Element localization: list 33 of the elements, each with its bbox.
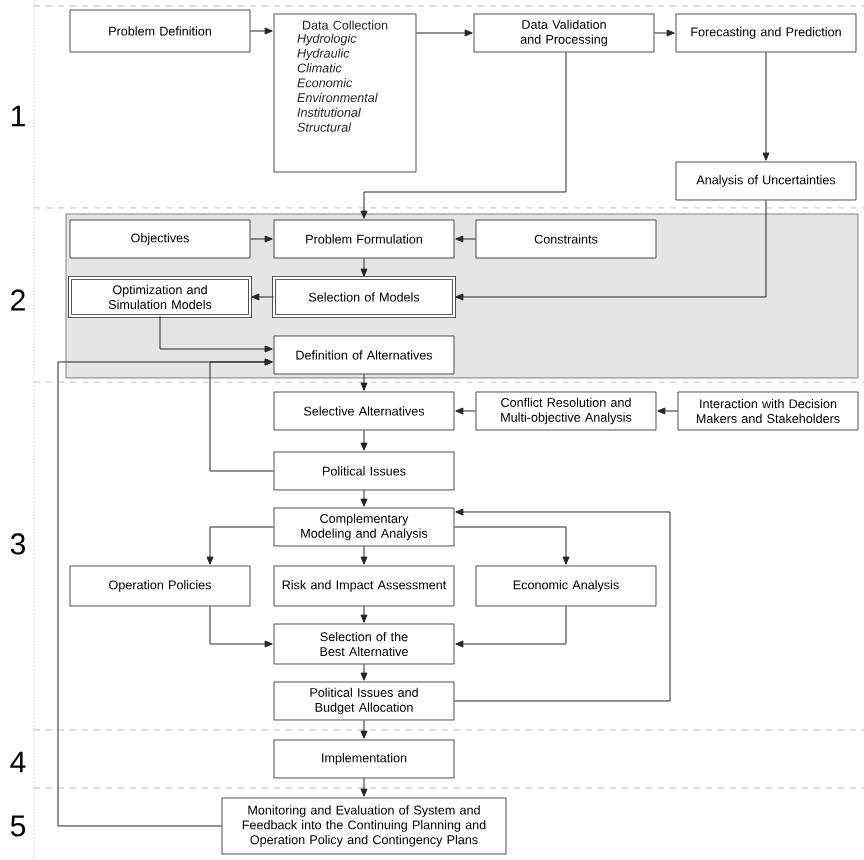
arrow: [251, 293, 275, 301]
arrow: [455, 235, 477, 243]
arrow: [415, 29, 473, 37]
arrow: [455, 199, 767, 301]
arrow: [360, 429, 368, 451]
arrow: [360, 257, 368, 277]
arrow: [653, 29, 675, 37]
section-number: 1: [11, 105, 25, 127]
arrow: [455, 407, 477, 415]
arrow: [360, 489, 368, 507]
section-number: 5: [10, 815, 26, 837]
arrow: [360, 777, 368, 797]
arrow: [206, 526, 275, 565]
arrow: [762, 51, 770, 161]
arrow: [360, 373, 368, 391]
arrow: [159, 315, 273, 353]
arrow: [57, 358, 273, 827]
arrow: [455, 605, 567, 648]
arrow: [360, 545, 368, 565]
section-number: 3: [10, 533, 26, 555]
arrow: [360, 605, 368, 623]
arrow: [453, 526, 570, 565]
arrow: [209, 605, 273, 648]
arrow: [209, 358, 275, 472]
arrow: [249, 235, 273, 243]
arrow: [360, 719, 368, 739]
arrow: [657, 407, 679, 415]
arrow: [453, 508, 671, 702]
arrow: [249, 27, 273, 35]
section-number: 4: [10, 751, 26, 773]
arrow: [360, 51, 567, 219]
arrow: [360, 663, 368, 681]
section-number: 2: [11, 289, 25, 311]
